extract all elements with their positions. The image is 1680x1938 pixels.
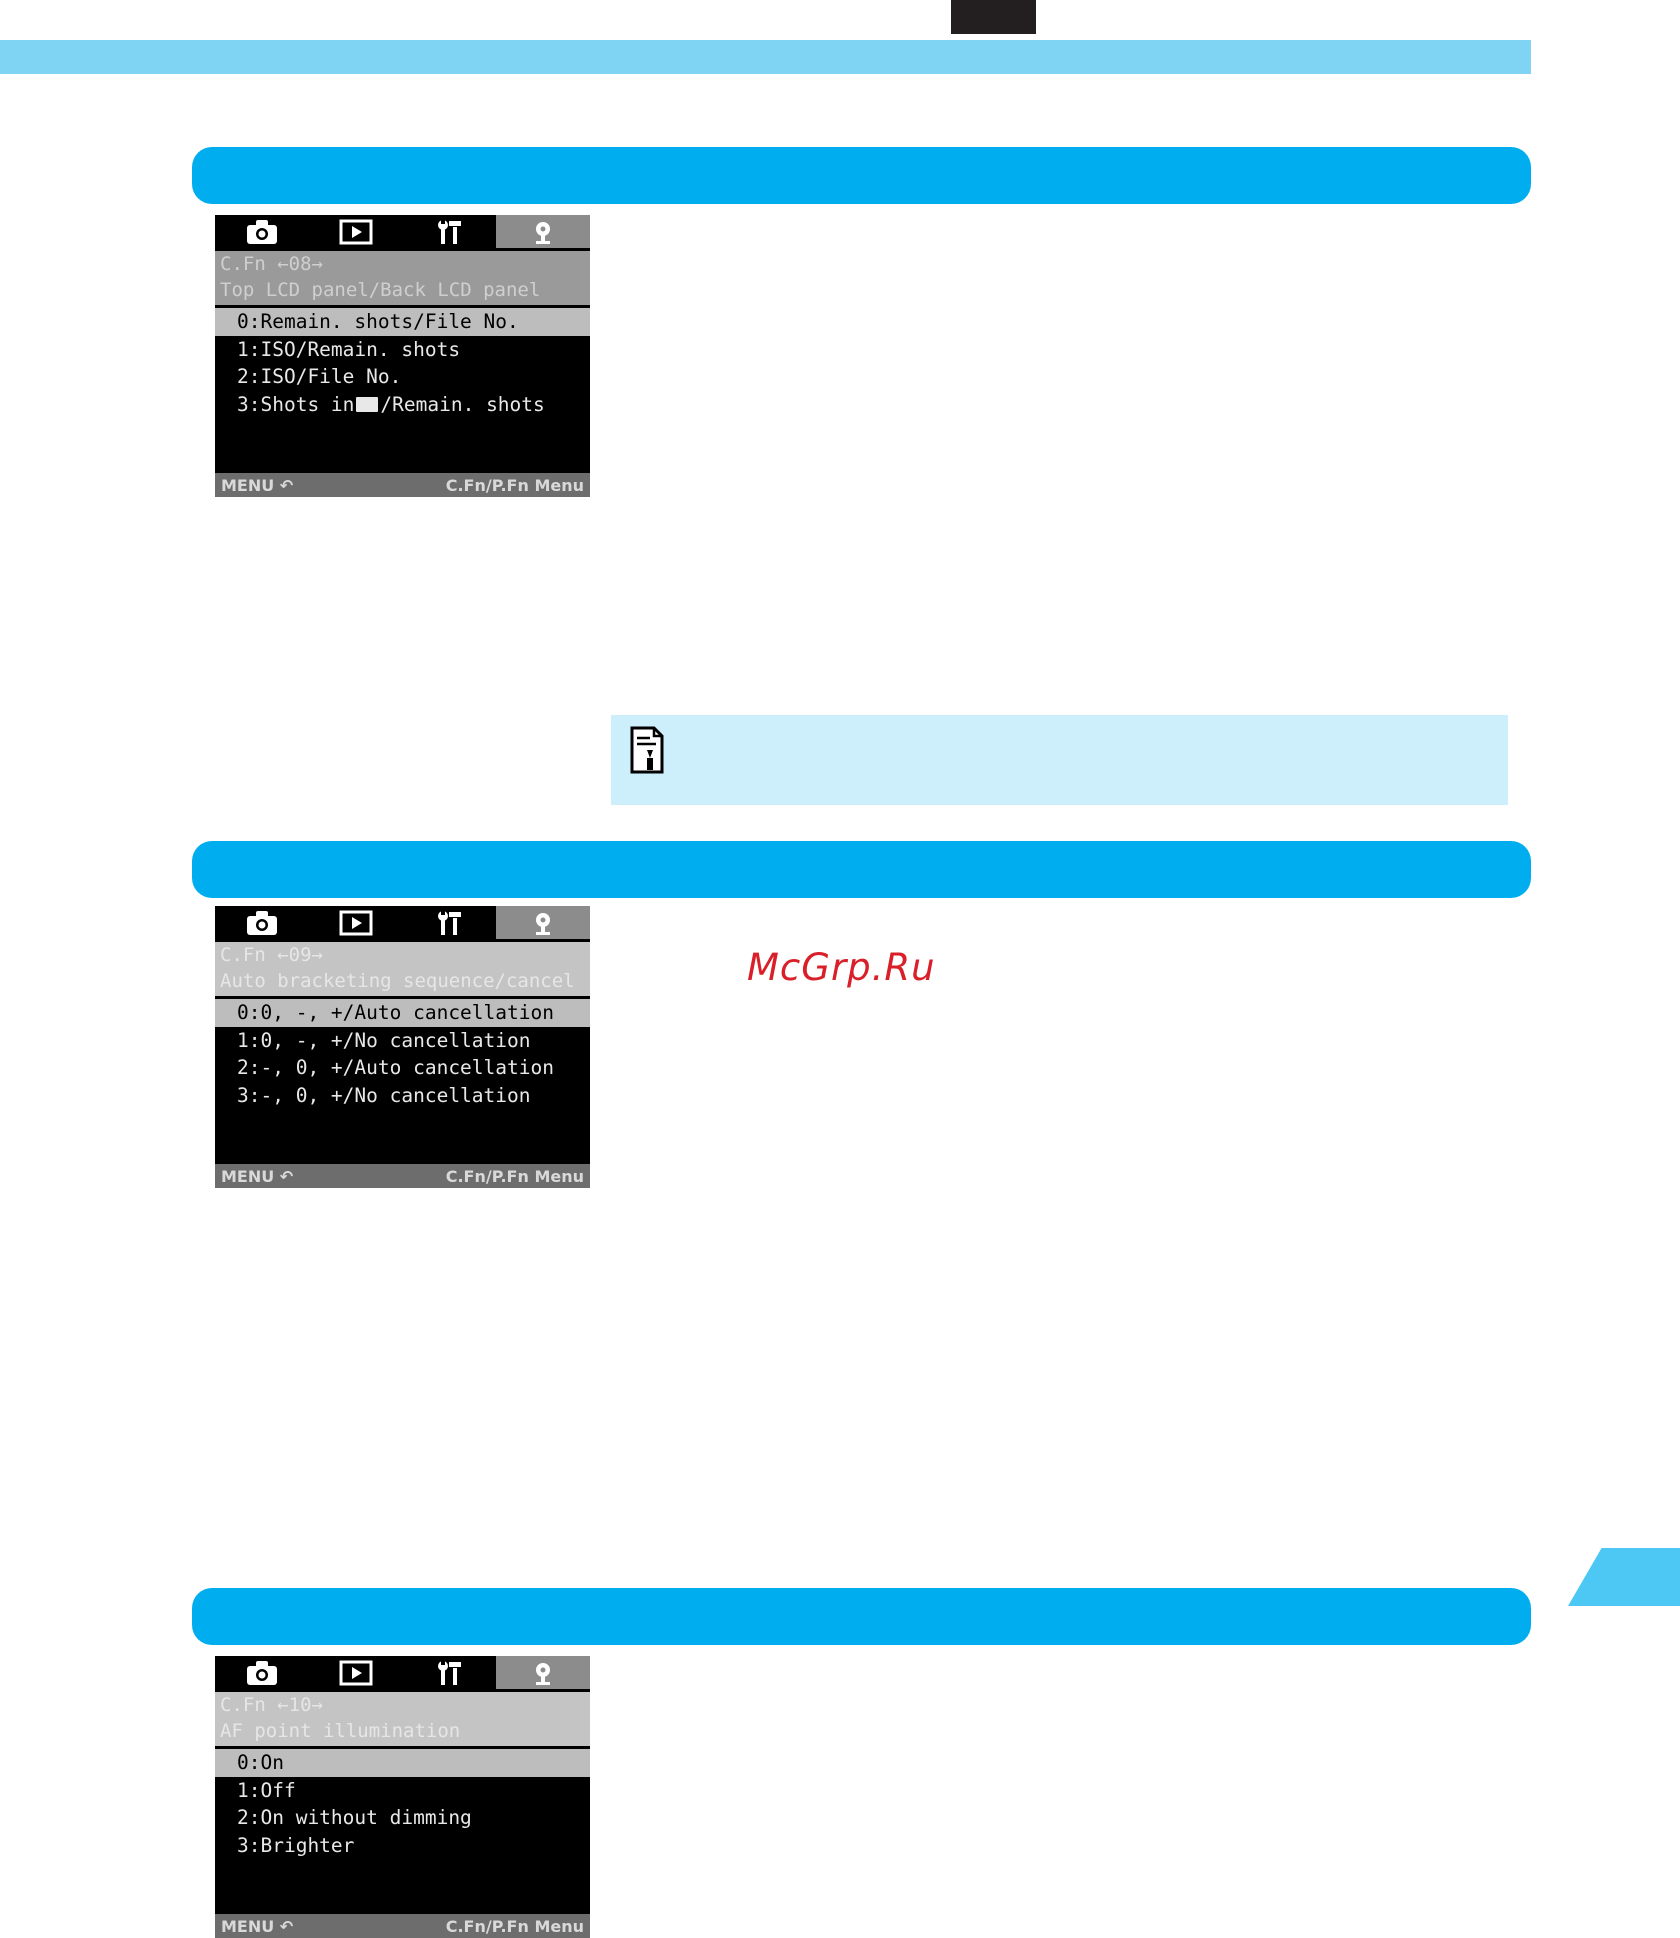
camera-icon [246,1660,277,1685]
option-3-suffix: /Remain. shots [380,392,545,416]
tab-setup[interactable] [403,1656,497,1689]
option-0[interactable]: 0:Remain. shots/File No. [215,308,590,336]
tab-custom-functions[interactable] [496,215,590,248]
lcd-header: C.Fn ←08→ Top LCD panel/Back LCD panel [215,251,590,305]
option-0[interactable]: 0:0, -, +/Auto cancellation [215,999,590,1027]
custom-function-icon [536,1662,551,1685]
section-bar-cfn-08 [192,147,1531,204]
tab-custom-functions[interactable] [496,906,590,939]
option-3-prefix: 3:Shots in [237,392,355,416]
tab-playback[interactable] [309,1656,403,1689]
cfn-number: C.Fn ←08→ [220,253,323,275]
option-list: 0:Remain. shots/File No. 1:ISO/Remain. s… [215,308,590,418]
option-0[interactable]: 0:On [215,1749,590,1777]
cfn-title: Auto bracketing sequence/cancel [220,970,575,992]
option-2[interactable]: 2:-, 0, +/Auto cancellation [237,1056,554,1079]
option-list: 0:On 1:Off 2:On without dimming 3:Bright… [215,1749,590,1859]
option-1[interactable]: 1:Off [237,1778,296,1802]
tab-shooting[interactable] [215,906,309,939]
header-band [0,40,1531,74]
menu-back-label: MENU ↶ [221,1166,294,1186]
note-box [611,715,1508,805]
menu-title-label: C.Fn/P.Fn Menu [445,1166,584,1186]
tab-playback[interactable] [309,215,403,248]
cfn-number: C.Fn ←10→ [220,1694,323,1716]
custom-function-icon [536,912,551,935]
page-side-tab [1568,1548,1680,1606]
cfn-title: AF point illumination [220,1720,461,1742]
lcd-footer: MENU ↶ C.Fn/P.Fn Menu [215,473,590,497]
lcd-footer: MENU ↶ C.Fn/P.Fn Menu [215,1914,590,1938]
playback-icon [339,1660,373,1685]
camera-icon [246,219,277,244]
tools-icon [438,218,462,244]
playback-icon [339,219,373,244]
option-list: 0:0, -, +/Auto cancellation 1:0, -, +/No… [215,999,590,1109]
option-3[interactable]: 3:-, 0, +/No cancellation [237,1083,531,1107]
tab-playback[interactable] [309,906,403,939]
tools-icon [438,1659,462,1685]
section-bar-cfn-09 [192,841,1531,898]
camera-icon [246,910,277,935]
option-1[interactable]: 1:0, -, +/No cancellation [237,1028,531,1052]
tools-icon [438,909,462,935]
menu-back-label: MENU ↶ [221,475,294,495]
cfn-number: C.Fn ←09→ [220,944,323,966]
lcd-menu-tabs [215,906,590,939]
cfn-title: Top LCD panel/Back LCD panel [220,279,541,301]
option-1[interactable]: 1:ISO/Remain. shots [237,337,461,361]
tab-shooting[interactable] [215,215,309,248]
option-3[interactable]: 3:Brighter [237,1833,355,1857]
option-3[interactable]: 3:Shots in/Remain. shots [215,391,590,419]
lcd-footer: MENU ↶ C.Fn/P.Fn Menu [215,1164,590,1188]
section-bar-cfn-10 [192,1588,1531,1645]
tab-setup[interactable] [403,215,497,248]
custom-function-icon [536,221,551,244]
tab-custom-functions[interactable] [496,1656,590,1689]
option-2[interactable]: 2:ISO/File No. [237,365,402,388]
menu-title-label: C.Fn/P.Fn Menu [445,475,584,495]
tab-shooting[interactable] [215,1656,309,1689]
option-2[interactable]: 2:On without dimming [237,1806,472,1829]
lcd-screen-cfn-09: C.Fn ←09→ Auto bracketing sequence/cance… [215,906,590,1188]
lcd-screen-cfn-08: C.Fn ←08→ Top LCD panel/Back LCD panel 0… [215,215,590,497]
folder-icon [356,396,379,412]
lcd-screen-cfn-10: C.Fn ←10→ AF point illumination 0:On 1:O… [215,1656,590,1938]
menu-title-label: C.Fn/P.Fn Menu [445,1916,584,1936]
menu-back-label: MENU ↶ [221,1916,294,1936]
lcd-menu-tabs [215,215,590,248]
watermark: McGrp.Ru [747,946,936,989]
lcd-header: C.Fn ←09→ Auto bracketing sequence/cance… [215,942,590,996]
tab-setup[interactable] [403,906,497,939]
page-top-tab [951,0,1036,34]
playback-icon [339,910,373,935]
lcd-header: C.Fn ←10→ AF point illumination [215,1692,590,1746]
memo-icon [630,726,664,774]
lcd-menu-tabs [215,1656,590,1689]
